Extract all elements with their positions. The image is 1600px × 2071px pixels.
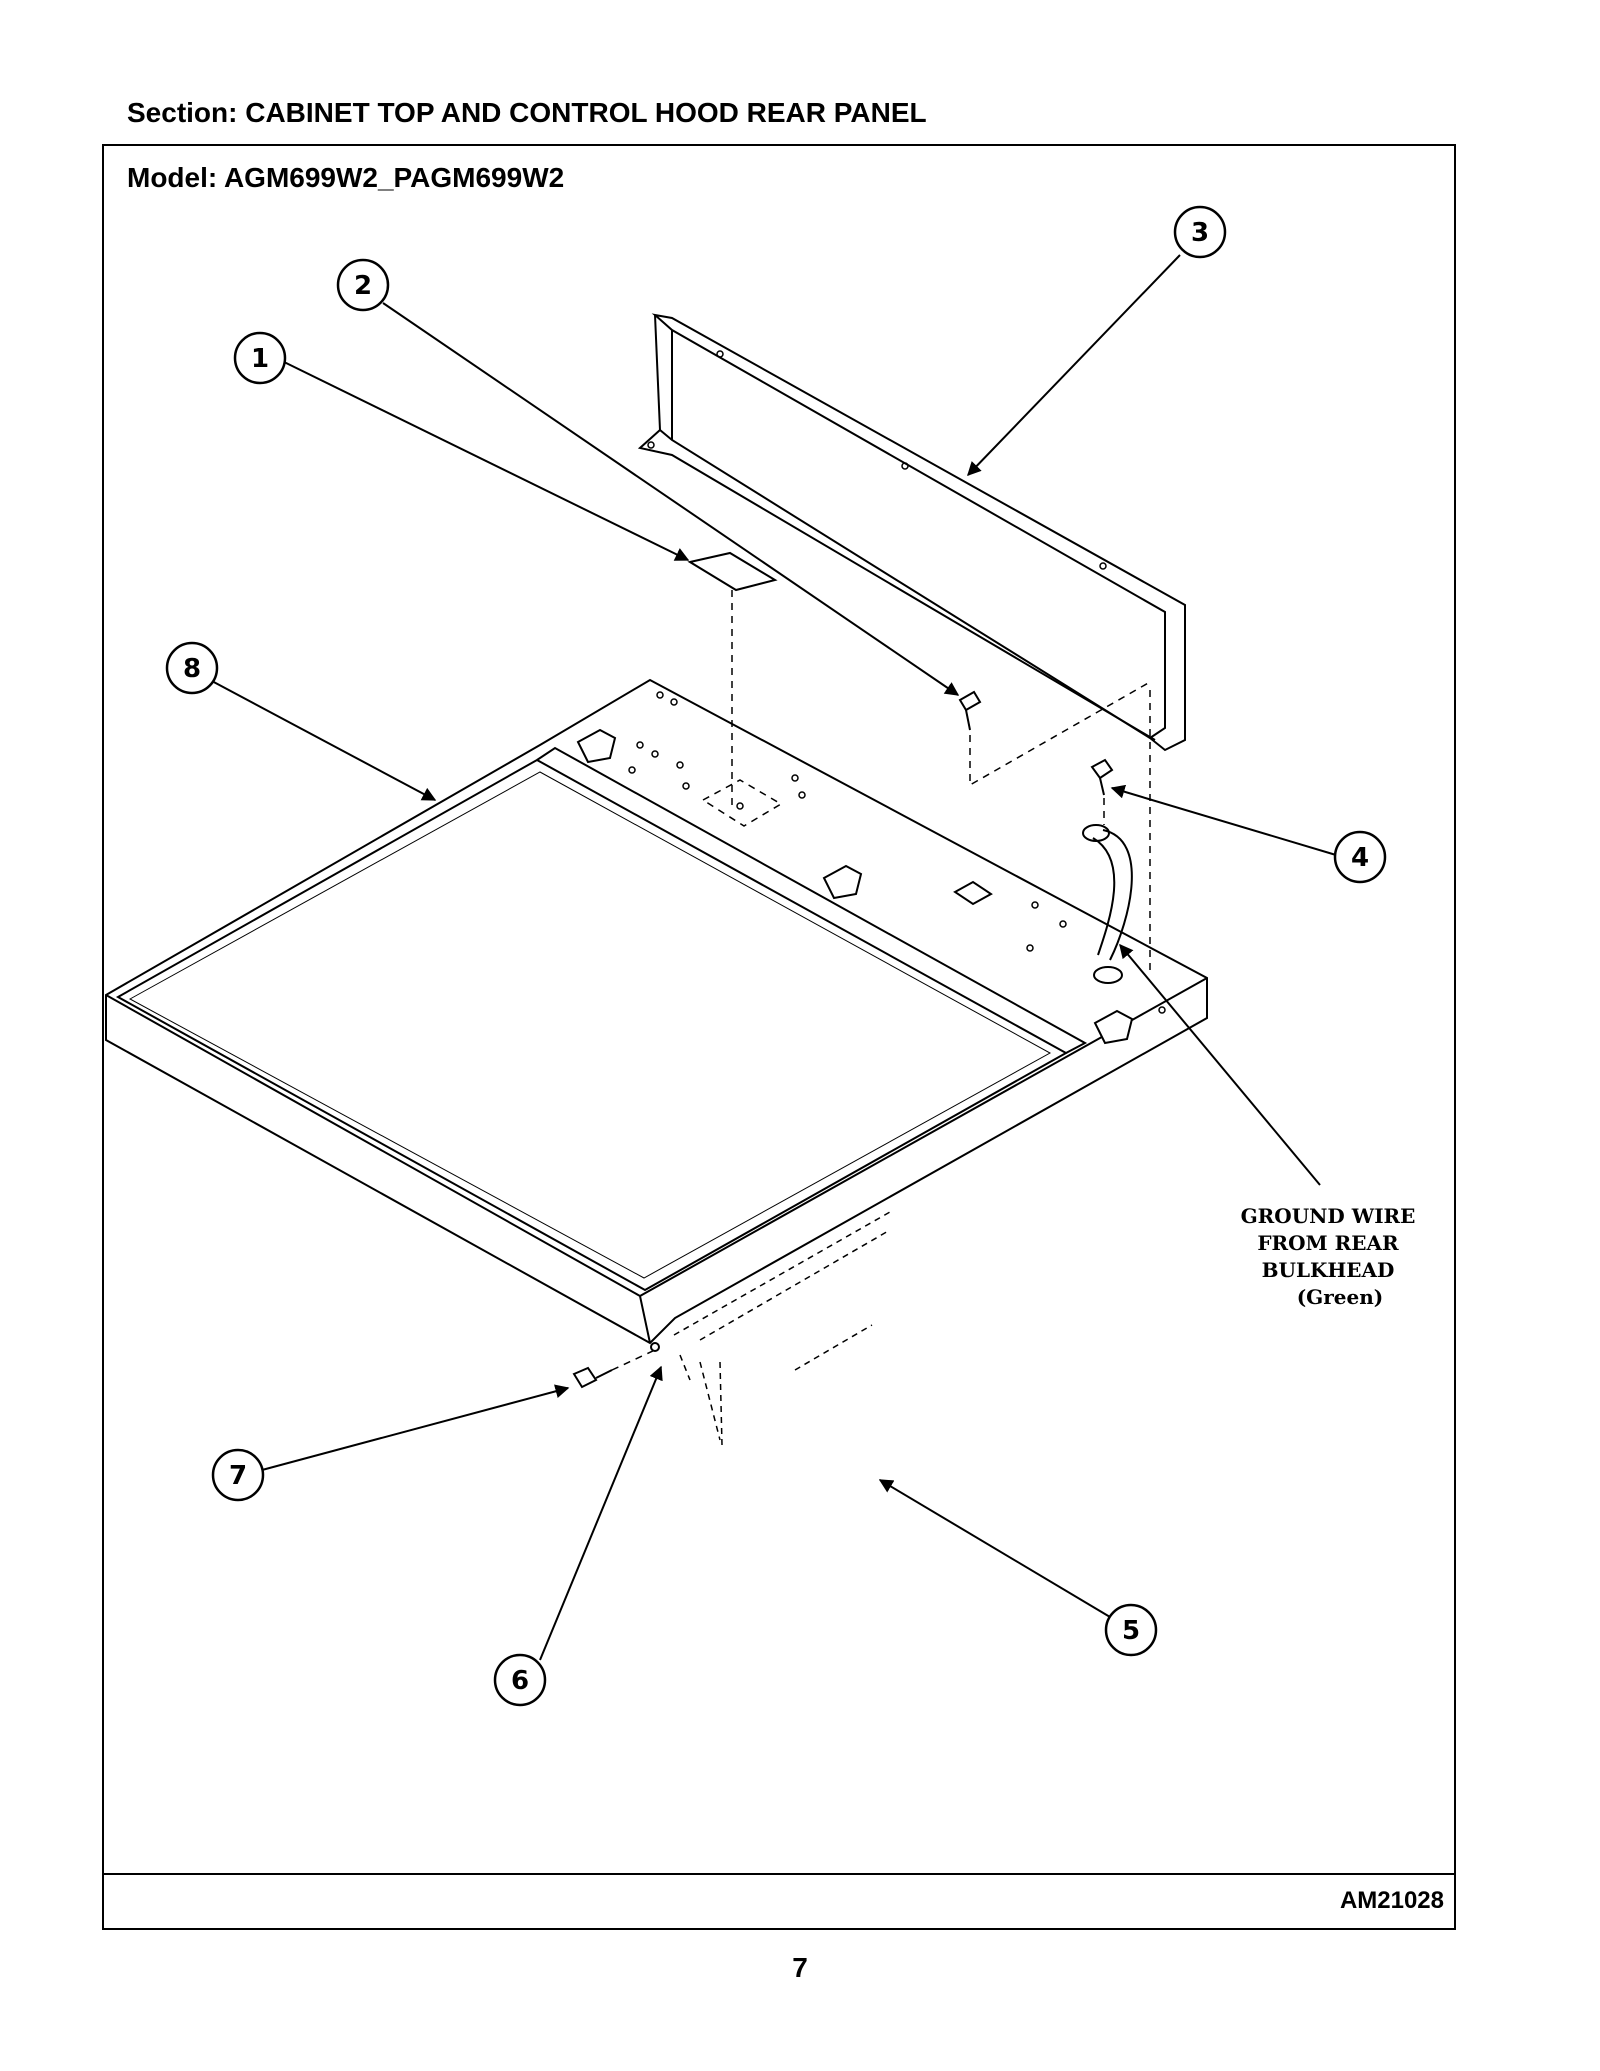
- callout-circle-3: [1173, 205, 1227, 259]
- callout-circle-7: [211, 1448, 265, 1502]
- leader-5: [878, 1479, 1111, 1618]
- hinge-tab-mid: [822, 864, 863, 900]
- leader-7: [261, 1384, 570, 1471]
- ground-wire-note: GROUND WIRE FROM REAR BULKHEAD (Green): [1241, 1204, 1416, 1309]
- callout-circles: [165, 205, 1387, 1707]
- mounting-holes: [628, 691, 1166, 1014]
- leader-6: [539, 1365, 663, 1661]
- leader-2: [382, 302, 960, 696]
- cabinet-lid-inner: [128, 771, 1052, 1279]
- console-rear-strip: [536, 746, 1088, 1054]
- callout-circle-2: [336, 258, 390, 312]
- ground-wire: [1082, 824, 1133, 961]
- hinge-tab-right: [1093, 1009, 1134, 1045]
- ground-wire-note-line-4: (Green): [1297, 1285, 1384, 1309]
- callout-2: 2: [354, 271, 372, 301]
- ground-wire-note-line-2: FROM REAR: [1257, 1231, 1399, 1255]
- callout-4: 4: [1351, 843, 1369, 873]
- cabinet-top: [105, 678, 1208, 1446]
- leader-arrows: [209, 254, 1337, 1661]
- callout-circle-8: [165, 641, 219, 695]
- callout-3: 3: [1191, 218, 1209, 248]
- callout-8: 8: [183, 654, 201, 684]
- callout-5: 5: [1122, 1616, 1140, 1646]
- leader-4: [1110, 784, 1337, 856]
- ground-wire-note-line-3: BULKHEAD: [1262, 1258, 1395, 1282]
- part-2-screw: [958, 690, 982, 731]
- leader-8: [209, 679, 437, 801]
- diagram-frame: [102, 144, 1456, 1930]
- callout-7: 7: [229, 1461, 247, 1491]
- callout-circle-6: [493, 1653, 547, 1707]
- cabinet-top-outline: [105, 678, 1208, 1345]
- ground-wire-hole: [1093, 966, 1123, 984]
- model-title: Model: AGM699W2_PAGM699W2: [127, 162, 565, 193]
- cabinet-opening: [953, 880, 993, 906]
- section-title: Section: CABINET TOP AND CONTROL HOOD RE…: [127, 97, 927, 128]
- hinge-tab-left: [576, 728, 617, 764]
- part-1-label: [687, 551, 778, 592]
- callout-1: 1: [251, 344, 269, 374]
- assembly-lines: [611, 590, 1151, 1371]
- document-code: AM21028: [1339, 1887, 1444, 1914]
- control-hood-rear-panel: [637, 313, 1186, 752]
- callout-circle-5: [1104, 1603, 1158, 1657]
- part-7-screw: [572, 1366, 613, 1389]
- leader-1: [279, 359, 690, 561]
- rear-bracket-hole: [650, 1342, 660, 1352]
- page-number: 7: [792, 1952, 808, 1983]
- callout-circle-4: [1333, 830, 1387, 884]
- rear-panel-phantom: [673, 1211, 891, 1446]
- part-4-screw: [1090, 758, 1114, 796]
- callout-6: 6: [511, 1666, 529, 1696]
- ground-wire-note-line-1: GROUND WIRE: [1241, 1204, 1416, 1228]
- leader-ground-wire: [1119, 943, 1321, 1186]
- leader-3: [967, 254, 1181, 477]
- callout-circle-1: [233, 331, 287, 385]
- footer-divider: [102, 1873, 1456, 1875]
